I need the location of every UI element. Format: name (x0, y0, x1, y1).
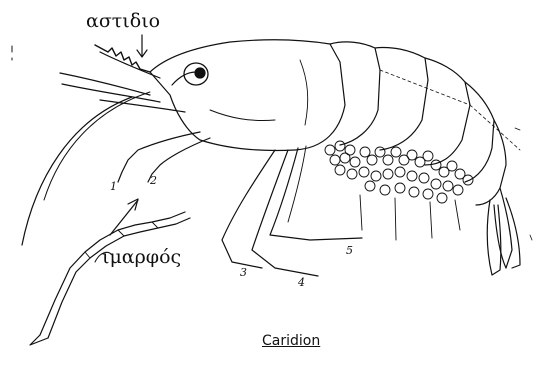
telson (494, 188, 512, 268)
leg-extra (288, 146, 306, 222)
appendage-label: ιμαρφός (102, 246, 181, 268)
leg-2 (148, 138, 210, 182)
leg-number-4: 4 (298, 276, 305, 289)
appendage-segment (48, 218, 190, 338)
leg-number-5: 5 (346, 244, 353, 257)
rostrum-lower (100, 52, 160, 78)
rostrum-label: αστιδιο (86, 10, 160, 32)
appendage-segment (40, 212, 185, 335)
appendage-arrow (110, 200, 138, 235)
uropod (506, 198, 520, 268)
leg-number-3: 3 (240, 266, 247, 279)
stray-mark (515, 128, 520, 130)
pleopod (395, 198, 396, 240)
eye-pupil (195, 68, 205, 78)
appendage-joint (85, 252, 90, 258)
pleopod (455, 200, 460, 230)
figure-caption: Caridion (262, 333, 320, 349)
abdomen-segment (425, 58, 470, 165)
carapace-groove (300, 60, 308, 125)
leg-3 (222, 150, 275, 268)
carapace-groove (210, 110, 275, 121)
appendage-joint (118, 230, 124, 236)
abdomen-segment (465, 82, 494, 182)
abdomen-pleuron-line (470, 105, 520, 150)
antenna-curve (22, 97, 132, 245)
appendage-joint (152, 222, 158, 228)
leg-1 (118, 132, 200, 182)
leg-number-1: 1 (110, 180, 117, 193)
antenna-curve-inner (44, 92, 150, 200)
abdomen-segment (375, 47, 428, 150)
egg-mass (325, 141, 473, 203)
appendage-claw (30, 335, 48, 345)
leg-number-2: 2 (150, 174, 157, 187)
pleopod (430, 202, 432, 238)
carapace (150, 40, 345, 151)
stray-mark (530, 235, 532, 240)
appendage-arrow-head (128, 199, 138, 210)
antennule (62, 84, 160, 102)
pleopod (360, 195, 362, 230)
